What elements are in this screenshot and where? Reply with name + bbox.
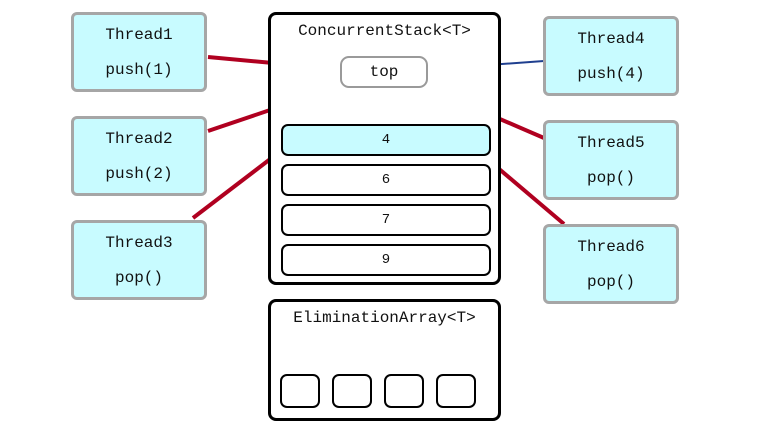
thread-name: Thread4 [577, 30, 645, 48]
thread-operation: push(2) [105, 165, 173, 183]
stack-node: 6 [281, 164, 491, 196]
stack-node: 9 [281, 244, 491, 276]
thread-operation: pop() [114, 269, 163, 287]
stack-node: 4 [281, 124, 491, 156]
thread-name: Thread1 [105, 26, 173, 44]
thread-name: Thread6 [577, 238, 645, 256]
elimination-slot [332, 374, 372, 408]
thread-box-2: Thread2 push(2) [71, 116, 207, 196]
elimination-slot [280, 374, 320, 408]
thread-box-6: Thread6 pop() [543, 224, 679, 304]
top-pointer-box: top [340, 56, 428, 88]
thread-name: Thread5 [577, 134, 645, 152]
thread-box-4: Thread4 push(4) [543, 16, 679, 96]
thread-operation: pop() [586, 273, 635, 291]
concurrent-stack-title: ConcurrentStack<T> [298, 22, 471, 40]
thread-box-1: Thread1 push(1) [71, 12, 207, 92]
thread-operation: push(4) [577, 65, 645, 83]
elimination-slot [384, 374, 424, 408]
thread-operation: pop() [586, 169, 635, 187]
thread-name: Thread2 [105, 130, 173, 148]
thread-box-5: Thread5 pop() [543, 120, 679, 200]
stack-node: 7 [281, 204, 491, 236]
thread-name: Thread3 [105, 234, 173, 252]
concurrent-stack-panel: ConcurrentStack<T> 4 6 7 9 [268, 12, 501, 285]
thread-box-3: Thread3 pop() [71, 220, 207, 300]
elimination-array-title: EliminationArray<T> [293, 309, 476, 327]
thread-operation: push(1) [105, 61, 173, 79]
elimination-slot [436, 374, 476, 408]
